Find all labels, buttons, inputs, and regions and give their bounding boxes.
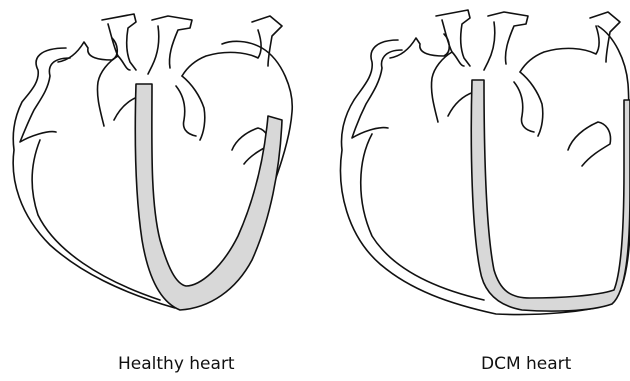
- healthy-left-vessel: [182, 16, 282, 76]
- dcm-left-ventricle-inlet: [568, 122, 611, 166]
- healthy-left-atrium: [176, 76, 205, 140]
- healthy-heart-caption: Healthy heart: [118, 354, 235, 374]
- healthy-left-hook: [58, 38, 117, 62]
- healthy-pulmonary: [148, 16, 192, 74]
- dcm-right-atrium-wall: [352, 50, 402, 138]
- dcm-left-atrium: [514, 72, 543, 136]
- dcm-heart-diagram: [341, 10, 630, 315]
- dcm-myocardium: [471, 80, 630, 311]
- dcm-right-atrium-wall-inner: [361, 134, 484, 300]
- dcm-heart-caption: DCM heart: [481, 354, 571, 374]
- healthy-right-atrium-wall: [20, 58, 70, 142]
- healthy-heart-diagram: [13, 14, 292, 310]
- dcm-pulmonary: [484, 12, 528, 70]
- dcm-left-vessel: [520, 12, 620, 72]
- dcm-left-hook: [390, 34, 449, 58]
- healthy-myocardium: [135, 84, 282, 310]
- dcm-aorta-root: [448, 52, 474, 116]
